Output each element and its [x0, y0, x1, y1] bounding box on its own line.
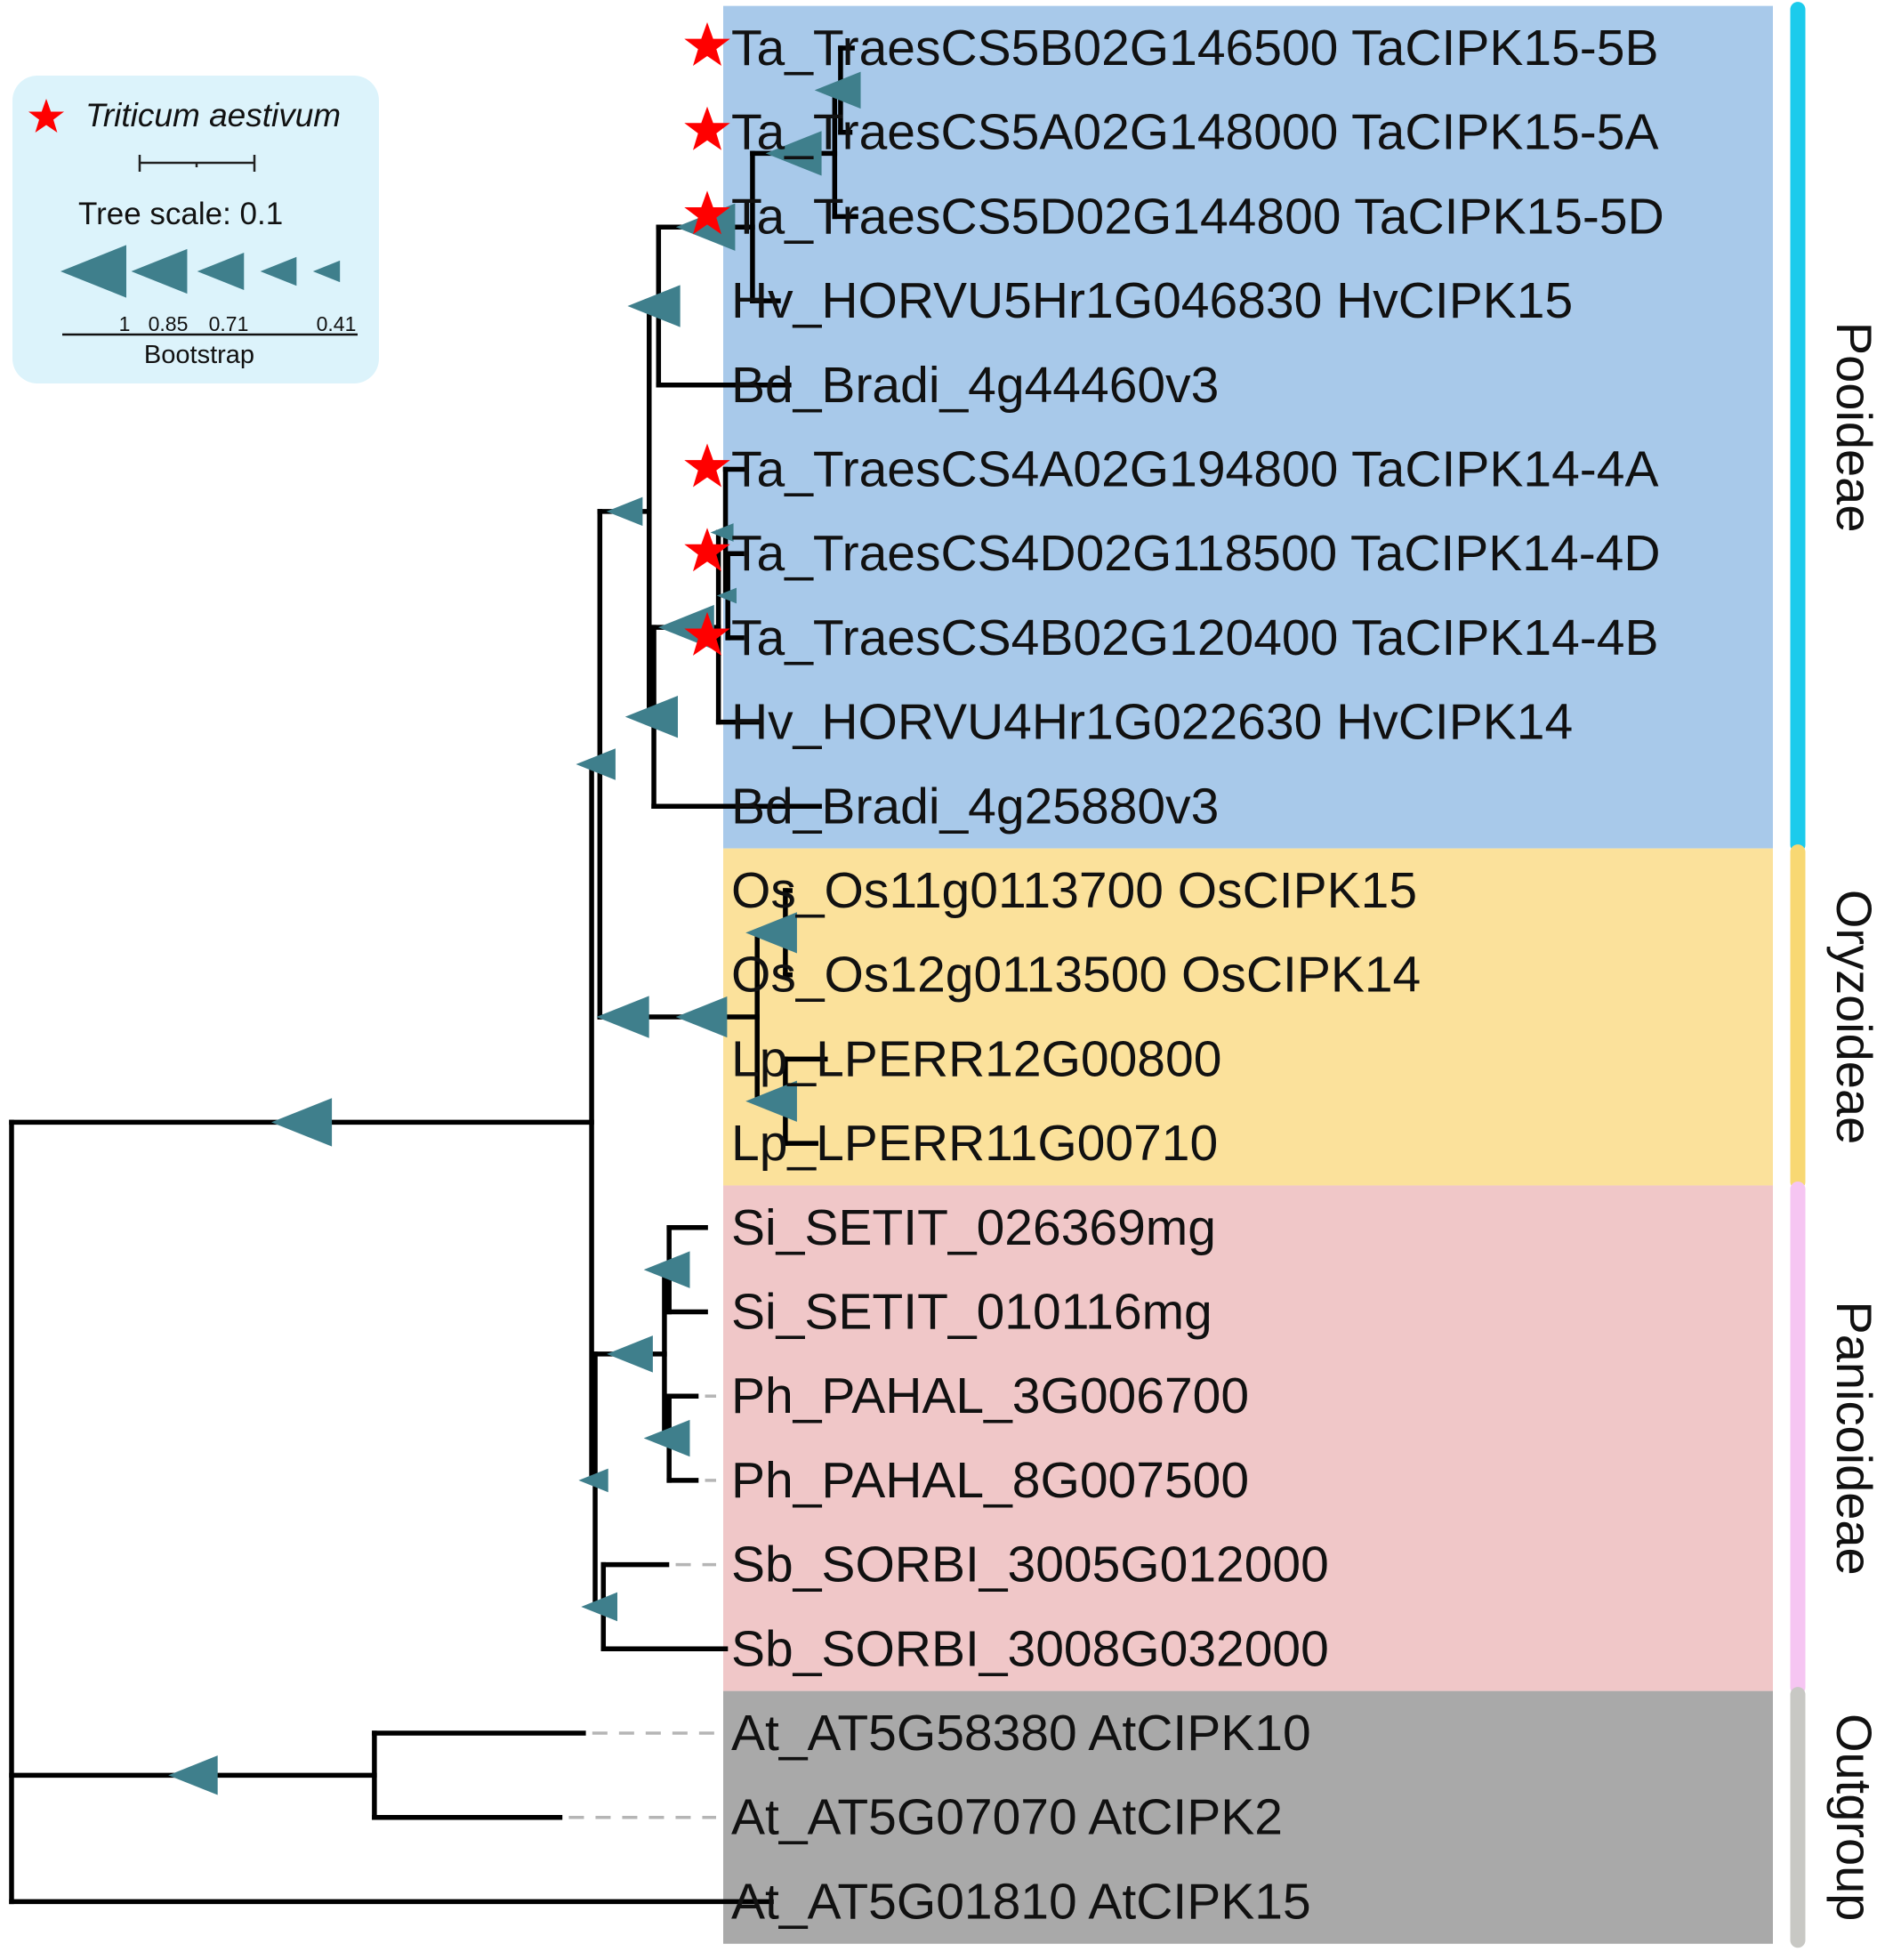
clade-background-pooideae [723, 5, 1773, 849]
bootstrap-marker-sb-pair [581, 1592, 618, 1622]
clade-background-panicoideae [723, 1185, 1773, 1691]
bootstrap-scale-marker-1 [131, 248, 188, 294]
wheat-star-icon [28, 99, 64, 133]
bootstrap-marker-oryzoideae-core [675, 996, 728, 1038]
wheat-star-icon [684, 22, 730, 66]
bootstrap-marker-cipk15-triticeae [675, 203, 736, 251]
bootstrap-marker-oryzoideae [596, 996, 649, 1038]
bootstrap-marker-si-ph [607, 1335, 653, 1373]
leaf-label: Si_SETIT_026369mg [731, 1199, 1216, 1256]
bootstrap-marker-monocot-clade [271, 1098, 333, 1147]
leaf-label: Ph_PAHAL_8G007500 [731, 1452, 1249, 1509]
leaf-label: Si_SETIT_010116mg [731, 1284, 1212, 1341]
leaf-label: At_AT5G07070 AtCIPK2 [731, 1789, 1283, 1846]
clade-label-pooideae: Pooideae [1826, 322, 1882, 533]
leaf-label: Bd_Bradi_4g25880v3 [731, 778, 1219, 835]
bootstrap-marker-pooideae-oryzoideae [576, 748, 616, 780]
bootstrap-marker-os-pair [745, 912, 797, 954]
wheat-markers [684, 22, 730, 656]
leaf-label: Ta_TraesCS4A02G194800 TaCIPK14-4A [731, 441, 1658, 498]
legend-background [12, 76, 379, 383]
leaf-guide-lines [568, 1394, 716, 1819]
bootstrap-marker-ph-pair [643, 1419, 690, 1457]
bootstrap-marker-at-pair [168, 1755, 218, 1795]
bootstrap-markers [168, 71, 861, 1795]
bootstrap-scale-marker-2 [197, 252, 245, 291]
bootstrap-marker-cipk15-clade [627, 285, 681, 327]
bootstrap-marker-ta-4d-4b [716, 587, 737, 604]
leaf-label: Ta_TraesCS5A02G148000 TaCIPK15-5A [731, 104, 1658, 161]
leaf-label: Sb_SORBI_3008G032000 [731, 1620, 1329, 1677]
legend-species-label: Triticum aestivum [85, 97, 341, 133]
bootstrap-label: Bootstrap [144, 341, 254, 369]
leaf-label: Ta_TraesCS5D02G144800 TaCIPK15-5D [731, 188, 1664, 245]
bootstrap-tick-085: 0.85 [149, 312, 189, 335]
bootstrap-marker-ta-cipk15 [765, 131, 822, 176]
leaf-label: Sb_SORBI_3005G012000 [731, 1537, 1329, 1593]
clade-label-panicoideae: Panicoideae [1826, 1301, 1882, 1575]
leaf-label: Ta_TraesCS4D02G118500 TaCIPK14-4D [731, 525, 1661, 582]
wheat-star-icon [684, 190, 730, 235]
clade-background-outgroup [723, 1690, 1773, 1944]
bootstrap-marker-ta-cipk14 [710, 523, 734, 542]
bootstrap-marker-si-pair [643, 1251, 690, 1288]
tree-scale-bar [138, 155, 256, 172]
leaf-label: Ta_TraesCS4B02G120400 TaCIPK14-4B [731, 609, 1658, 666]
wheat-star-icon [684, 528, 730, 572]
bootstrap-marker-lp-pair [745, 1080, 797, 1122]
leaf-labels: Ta_TraesCS5B02G146500 TaCIPK15-5B Ta_Trae… [731, 20, 1664, 1930]
leaf-label: Hv_HORVU5Hr1G046830 HvCIPK15 [731, 272, 1573, 329]
legend: Triticum aestivum Tree scale: 0.1 1 0.85… [12, 76, 379, 383]
leaf-label: Os_Os11g0113700 OsCIPK15 [731, 862, 1417, 919]
leaf-label: Os_Os12g0113500 OsCIPK14 [731, 947, 1421, 1004]
bootstrap-size-scale [60, 245, 341, 298]
leaf-label: Bd_Bradi_4g44460v3 [731, 357, 1219, 414]
bootstrap-scale-marker-3 [260, 256, 297, 286]
leaf-label: Lp_LPERR12G00800 [731, 1030, 1221, 1087]
leaf-label: Ph_PAHAL_3G006700 [731, 1367, 1249, 1424]
leaf-label: Lp_LPERR11G00710 [731, 1115, 1218, 1172]
clade-background-oryzoideae [723, 848, 1773, 1186]
bootstrap-marker-cipk14-clade [624, 696, 678, 738]
clade-label-oryzoideae: Oryzoideae [1826, 890, 1882, 1144]
wheat-star-icon [684, 443, 730, 488]
bootstrap-tick-071: 0.71 [209, 312, 249, 335]
bootstrap-marker-pooideae [606, 496, 643, 527]
bootstrap-tick-1: 1 [119, 312, 131, 335]
clade-backgrounds [723, 5, 1773, 1944]
bootstrap-marker-ta-5b-5a [814, 71, 861, 109]
wheat-star-icon [684, 106, 730, 150]
bootstrap-marker-panicoideae [578, 1468, 608, 1493]
leaf-label: At_AT5G58380 AtCIPK10 [731, 1705, 1311, 1762]
leaf-label: Ta_TraesCS5B02G146500 TaCIPK15-5B [731, 20, 1658, 77]
leaf-label: At_AT5G01810 AtCIPK15 [731, 1873, 1311, 1930]
clade-label-outgroup: Outgroup [1826, 1714, 1882, 1922]
wheat-star-icon [684, 611, 730, 656]
tree-scale-label: Tree scale: 0.1 [78, 197, 283, 231]
leaf-label: Hv_HORVU4Hr1G022630 HvCIPK14 [731, 694, 1573, 751]
bootstrap-scale-marker-0 [60, 245, 126, 298]
bootstrap-tick-041: 0.41 [317, 312, 357, 335]
bootstrap-scale-marker-4 [312, 260, 341, 283]
